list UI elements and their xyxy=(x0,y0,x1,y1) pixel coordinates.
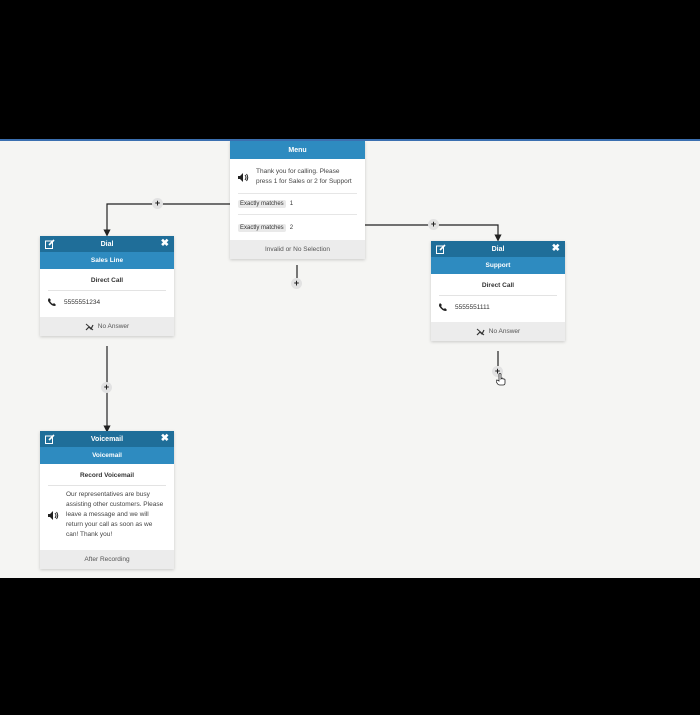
dial-action-title: Direct Call xyxy=(48,273,166,291)
match-type-tag: Exactly matches xyxy=(238,224,286,232)
dial-footer[interactable]: No Answer xyxy=(40,317,174,336)
dial-node-subtitle: Support xyxy=(431,257,565,274)
speaker-icon xyxy=(48,510,62,520)
voicemail-message-text: Our representatives are busy assisting o… xyxy=(66,491,164,538)
phone-row: 5555551111 xyxy=(439,296,557,318)
close-icon[interactable]: ✖ xyxy=(160,238,169,249)
hand-cursor-icon xyxy=(496,373,506,386)
voicemail-footer[interactable]: After Recording xyxy=(40,550,174,569)
menu-message-text: Thank you for calling. Please press 1 fo… xyxy=(256,168,352,185)
voicemail-footer-label: After Recording xyxy=(84,556,130,563)
menu-node-header: Menu xyxy=(230,141,365,159)
dial-footer-label: No Answer xyxy=(488,328,521,335)
flow-canvas[interactable]: + + + + + Menu Thank you for calling. Pl… xyxy=(0,139,700,578)
add-step-button[interactable]: + xyxy=(291,278,302,289)
voicemail-node[interactable]: Voicemail ✖ Voicemail Record Voicemail O… xyxy=(40,431,174,569)
missed-call-icon xyxy=(476,328,485,335)
voicemail-message: Our representatives are busy assisting o… xyxy=(48,486,166,546)
dial-node-header: Dial ✖ xyxy=(40,236,174,252)
edit-icon[interactable] xyxy=(45,239,55,249)
voicemail-node-title: Voicemail xyxy=(90,435,124,443)
edit-icon[interactable] xyxy=(45,434,55,444)
close-icon[interactable]: ✖ xyxy=(160,433,169,444)
menu-node-title: Menu xyxy=(288,146,307,154)
speaker-icon xyxy=(238,172,252,182)
menu-node[interactable]: Menu Thank you for calling. Please press… xyxy=(230,141,365,259)
menu-message: Thank you for calling. Please press 1 fo… xyxy=(238,163,357,193)
missed-call-icon xyxy=(85,323,94,330)
edit-icon[interactable] xyxy=(436,244,446,254)
connector-menu-to-support xyxy=(365,224,502,242)
add-step-button[interactable]: + xyxy=(492,366,503,377)
add-step-button[interactable]: + xyxy=(101,382,112,393)
dial-node-sales[interactable]: Dial ✖ Sales Line Direct Call 5555551234… xyxy=(40,236,174,336)
menu-option-2[interactable]: Exactly matches 2 xyxy=(238,215,357,238)
phone-row: 5555551234 xyxy=(48,291,166,313)
dial-action-title: Direct Call xyxy=(439,278,557,296)
phone-number: 5555551234 xyxy=(64,298,101,306)
menu-footer[interactable]: Invalid or No Selection xyxy=(230,240,365,259)
voicemail-node-subtitle: Voicemail xyxy=(40,447,174,464)
dial-node-title: Dial xyxy=(491,245,505,253)
connector-menu-to-sales xyxy=(103,203,230,237)
match-value: 1 xyxy=(289,201,294,207)
close-icon[interactable]: ✖ xyxy=(551,243,560,254)
menu-option-1[interactable]: Exactly matches 1 xyxy=(238,194,357,215)
match-value: 2 xyxy=(289,225,294,231)
voicemail-node-header: Voicemail ✖ xyxy=(40,431,174,447)
match-type-tag: Exactly matches xyxy=(238,200,286,208)
dial-node-title: Dial xyxy=(100,240,114,248)
add-step-button[interactable]: + xyxy=(428,219,439,230)
dial-node-support[interactable]: Dial ✖ Support Direct Call 5555551111 No… xyxy=(431,241,565,341)
dial-footer-label: No Answer xyxy=(97,323,130,330)
phone-icon xyxy=(439,303,449,311)
dial-node-header: Dial ✖ xyxy=(431,241,565,257)
voicemail-action-title: Record Voicemail xyxy=(48,468,166,486)
dial-footer[interactable]: No Answer xyxy=(431,322,565,341)
phone-number: 5555551111 xyxy=(455,303,490,311)
dial-node-subtitle: Sales Line xyxy=(40,252,174,269)
phone-icon xyxy=(48,298,58,306)
add-step-button[interactable]: + xyxy=(152,198,163,209)
menu-footer-label: Invalid or No Selection xyxy=(264,246,331,253)
